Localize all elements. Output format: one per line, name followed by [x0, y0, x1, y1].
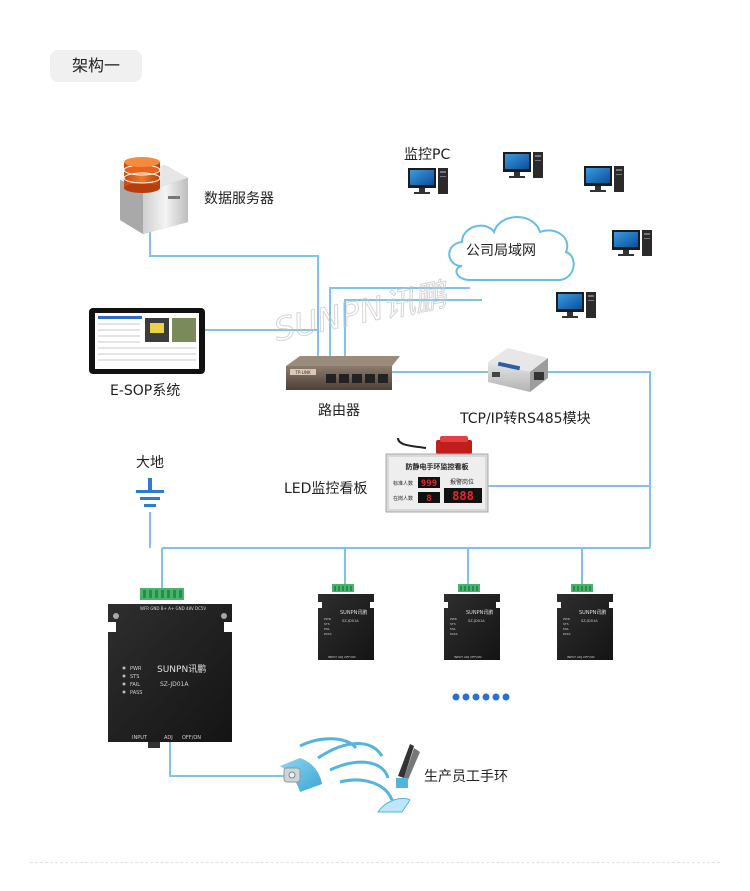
line-router-bus: [392, 371, 651, 548]
main-device-input: INPUT: [132, 735, 148, 741]
sub-device-bottom: INPUT ADJ OFF/ON: [454, 655, 482, 659]
label-ground: 大地: [136, 455, 164, 471]
line-router-cloud: [329, 287, 470, 356]
sub-device-bottom: INPUT ADJ OFF/ON: [328, 655, 356, 659]
label-data-server: 数据服务器: [204, 191, 274, 207]
sub-device-status: PASS: [450, 632, 458, 636]
watermark-text: SUNPN讯鹏: [271, 275, 453, 349]
main-device-ports-text: WFR GND B+ A+ GND 48V DC5V: [140, 606, 206, 611]
label-lan: 公司局域网: [466, 243, 536, 259]
led-board-icon: 防静电手环监控看板 标准人数 999 在岗人数 8 报警岗位 888: [385, 436, 489, 513]
sub-device-status: PWR: [324, 617, 331, 621]
sub-device-status: PWR: [450, 617, 457, 621]
monitor-pc-icon: [408, 168, 448, 194]
sub-device-brand: SUNPN讯鹏: [466, 609, 493, 616]
led-row1-label: 标准人数: [393, 480, 413, 487]
more-dot: [452, 693, 460, 701]
monitor-pc-icon: [503, 152, 543, 178]
main-device-adj: ADJ: [164, 735, 173, 741]
sub-device-status: PWR: [563, 617, 570, 621]
line-server-router: [149, 222, 319, 356]
main-device-brand: SUNPN讯鹏: [157, 663, 206, 675]
more-dot: [482, 693, 490, 701]
sub-device-status: PASS: [324, 632, 332, 636]
main-device-model: SZ-JD01A: [160, 681, 189, 688]
line-router-cloud-2: [344, 299, 482, 356]
label-monitor-pc: 监控PC: [404, 147, 451, 163]
lan-cloud-icon: [448, 216, 575, 281]
monitor-pc-icon: [584, 166, 624, 192]
data-server-icon: [120, 157, 188, 234]
led-board-title: 防静电手环监控看板: [406, 462, 470, 471]
more-dot: [462, 693, 470, 701]
router-icon: TP-LINK: [286, 356, 400, 390]
sub-device-brand: SUNPN讯鹏: [579, 609, 606, 616]
sub-device-status: FAIL: [324, 627, 330, 631]
more-dot: [502, 693, 510, 701]
more-devices-dots: [452, 693, 510, 701]
more-dot: [492, 693, 500, 701]
sub-device-model: SZ-JD01A: [342, 619, 359, 623]
ground-icon: [136, 478, 164, 507]
sub-device-model: SZ-JD01A: [581, 619, 598, 623]
tcp-module-icon: [488, 348, 548, 392]
label-wristband: 生产员工手环: [424, 769, 508, 785]
label-tcp-module: TCP/IP转RS485模块: [460, 411, 591, 427]
sub-device-status: FAIL: [450, 627, 456, 631]
main-device-offon: OFF/ON: [182, 735, 201, 741]
main-monitor-device-icon: WFR GND B+ A+ GND 48V DC5V SUNPN讯鹏 SZ-JD…: [108, 588, 232, 748]
main-device-sts: STS: [130, 674, 139, 680]
monitor-pc-icon: [556, 292, 596, 318]
led-row1-value: 999: [421, 479, 437, 489]
sub-device-model: SZ-JD01A: [468, 619, 485, 623]
section-tag: 架构一: [50, 50, 142, 82]
main-device-pass: PASS: [130, 690, 142, 696]
router-brand-text: TP-LINK: [294, 370, 311, 375]
main-device-pwr: PWR: [130, 666, 142, 672]
led-alarm-value: 888: [452, 489, 474, 503]
esop-tablet-icon: [89, 308, 205, 374]
monitor-pc-icon: [612, 230, 652, 256]
sub-device-brand: SUNPN讯鹏: [340, 609, 367, 616]
sub-device-status: PASS: [563, 632, 571, 636]
led-row2-value: 8: [426, 494, 431, 504]
sub-device-status: STS: [563, 622, 569, 626]
sub-device-status: STS: [324, 622, 330, 626]
line-device-wristband: [169, 742, 290, 777]
label-esop: E-SOP系统: [110, 383, 181, 399]
more-dot: [472, 693, 480, 701]
label-router: 路由器: [318, 403, 360, 419]
bottom-divider: [30, 862, 720, 863]
wristband-icon: [280, 737, 420, 813]
main-device-fail: FAIL: [130, 682, 140, 688]
sub-device-bottom: INPUT ADJ OFF/ON: [567, 655, 595, 659]
sub-device-status: STS: [450, 622, 456, 626]
label-led-board: LED监控看板: [284, 481, 368, 497]
sub-device-status: FAIL: [563, 627, 569, 631]
led-alarm-label: 报警岗位: [450, 478, 474, 486]
led-row2-label: 在岗人数: [393, 495, 413, 502]
